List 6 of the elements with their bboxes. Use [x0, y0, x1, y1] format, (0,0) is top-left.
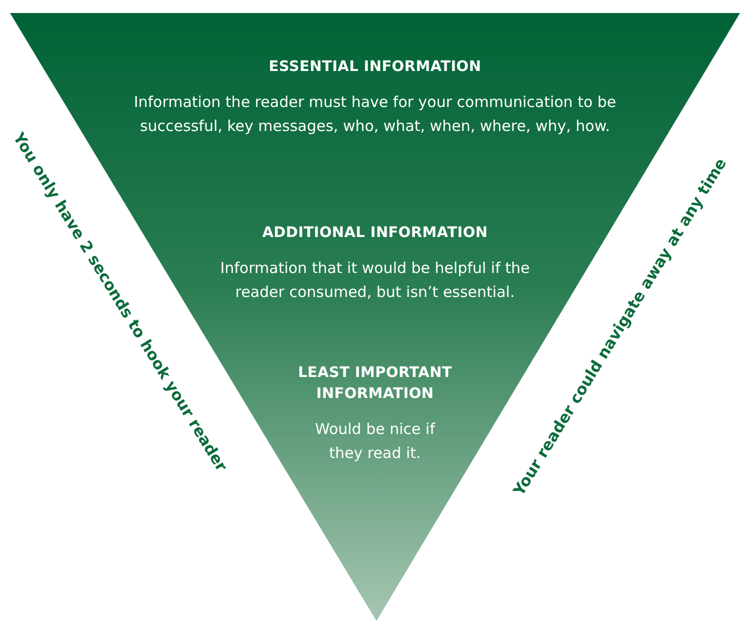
section-heading: LEAST IMPORTANT INFORMATION — [296, 364, 454, 404]
section-description: Would be nice if they read it. — [314, 419, 436, 464]
section-description: Information that it would be helpful if the reader consumed, but isn’t essential. — [219, 258, 531, 303]
section-heading: ADDITIONAL INFORMATION — [261, 224, 489, 243]
section-heading: ESSENTIAL INFORMATION — [268, 58, 482, 77]
section-description: Information the reader must have for your communication to be successful, key messages, who, what, when, where, why, how. — [132, 92, 618, 137]
